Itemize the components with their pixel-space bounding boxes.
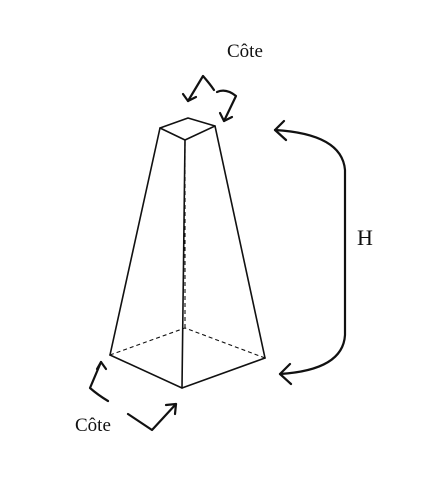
top-side-arrows	[181, 74, 238, 123]
bottom-right-arrowhead	[164, 402, 178, 416]
top-face	[159, 117, 216, 141]
bottom-left-arrow	[88, 360, 110, 403]
height-arrow	[273, 119, 347, 386]
hidden-base-edges	[109, 327, 266, 359]
height-curve	[273, 128, 347, 376]
top-right-arrow	[215, 89, 238, 123]
right-lateral-edge	[214, 125, 266, 359]
top-right-arrowhead	[218, 111, 234, 123]
top-left-arrow	[186, 74, 216, 103]
bottom-right-arrow	[126, 402, 178, 432]
left-lateral-edge	[109, 127, 161, 356]
frustum	[109, 117, 266, 389]
front-lateral-edge	[181, 139, 186, 389]
top-side-label: Côte	[227, 41, 263, 62]
bottom-left-arrowhead	[95, 360, 108, 371]
height-label: H	[357, 225, 373, 250]
bottom-side-label: Côte	[75, 415, 111, 436]
bottom-side-arrows	[88, 360, 178, 432]
height-arrowhead-bottom	[278, 362, 293, 386]
top-left-arrowhead	[181, 92, 198, 103]
height-arrowhead-top	[273, 119, 288, 142]
base-front-edges	[109, 354, 266, 389]
